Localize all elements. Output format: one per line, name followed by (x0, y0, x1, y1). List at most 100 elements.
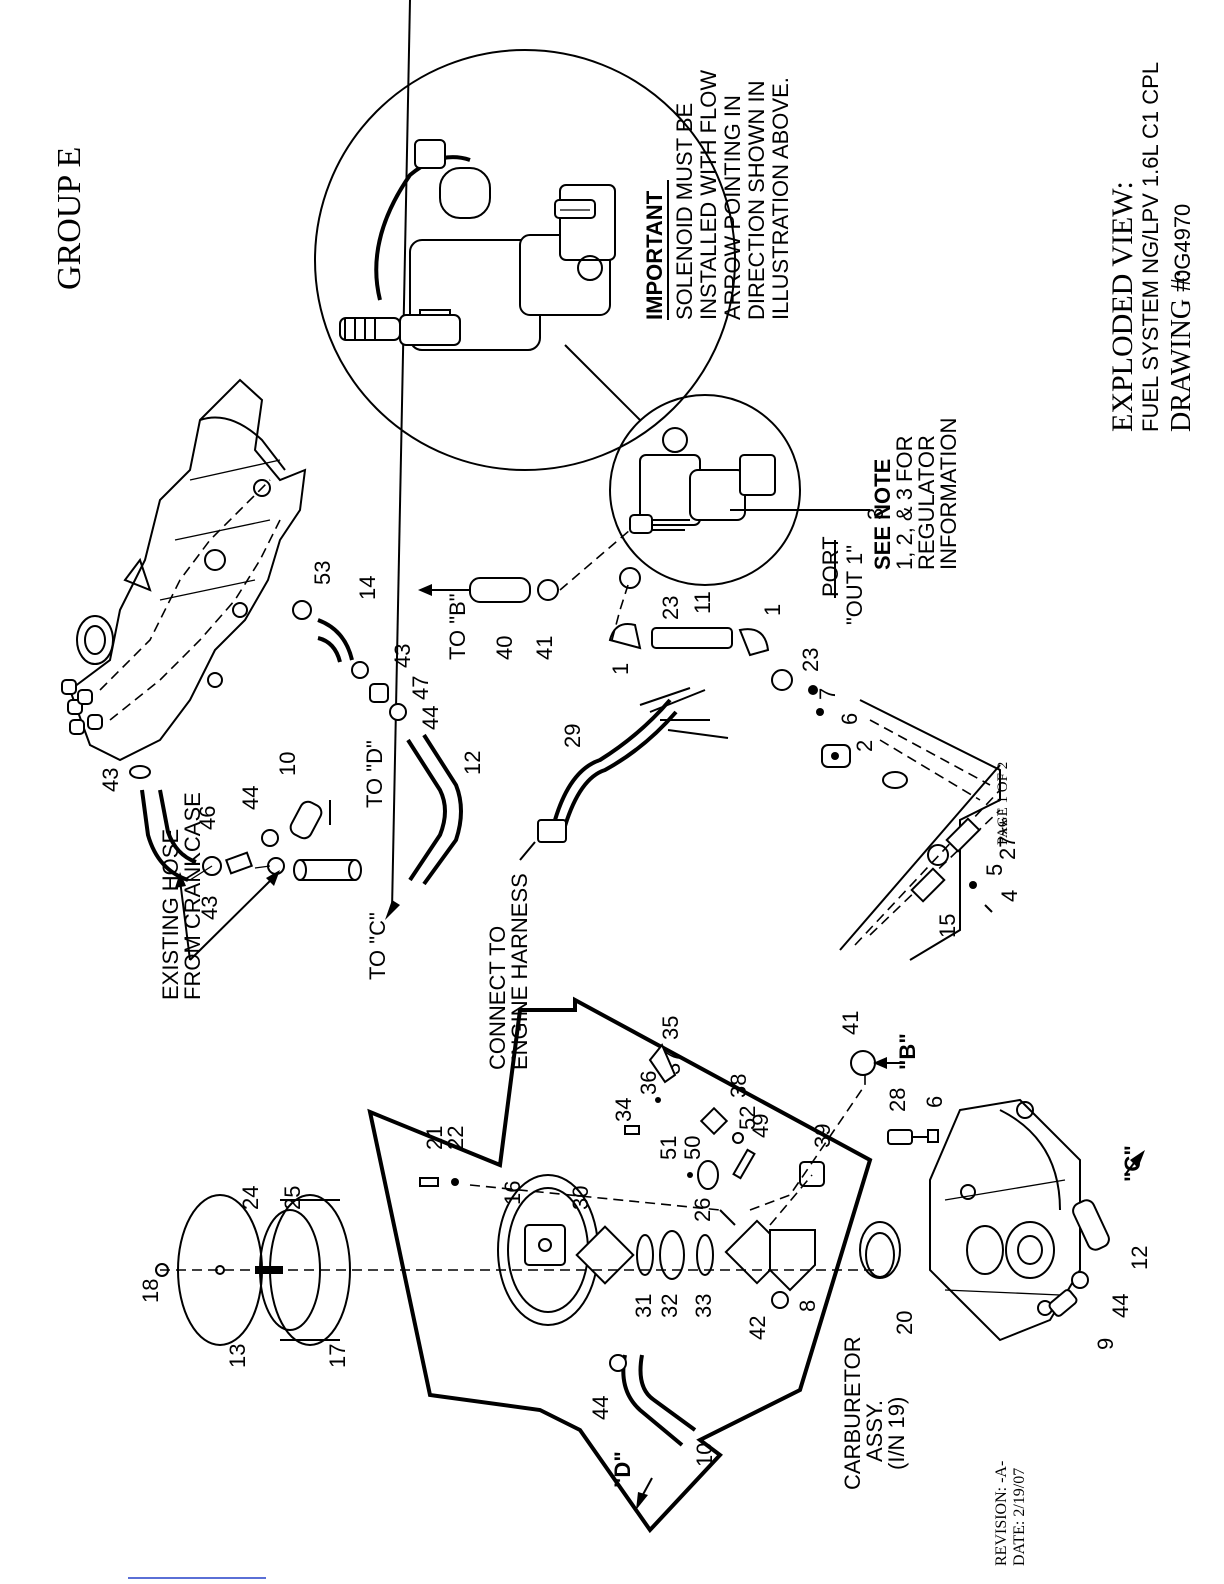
callout-carburetor-assy: CARBURETOR ASSY. (I/N 19) (840, 1336, 909, 1490)
part-number: 4 (997, 890, 1022, 902)
part-number: 2 (852, 740, 877, 752)
svg-text:INFORMATION: INFORMATION (936, 418, 961, 570)
existing-hose-leaders (175, 870, 280, 961)
part-number: 12 (1127, 1246, 1152, 1270)
callout-see-note: SEE NOTE 1, 2, & 3 FOR REGULATOR INFORMA… (870, 418, 961, 570)
callout-connect-harness: CONNECT TO ENGINE HARNESS (485, 873, 532, 1070)
part-number: 36 (636, 1071, 661, 1095)
part-number: 23 (798, 648, 823, 672)
part-number: 25 (280, 1186, 305, 1210)
part-number: 6 (837, 713, 862, 725)
svg-text:EXISTING HOSE: EXISTING HOSE (158, 829, 183, 1000)
svg-text:CARBURETOR: CARBURETOR (840, 1336, 865, 1490)
svg-text:DIRECTION SHOWN IN: DIRECTION SHOWN IN (744, 80, 769, 320)
to-d-label: TO "D" (362, 740, 387, 808)
part-number: 41 (532, 636, 557, 660)
fitting-9-44 (1048, 1271, 1089, 1317)
part-number: 44 (1108, 1294, 1133, 1318)
part-number: 12 (460, 751, 485, 775)
part-number: 1 (608, 663, 633, 675)
svg-text:ENGINE HARNESS: ENGINE HARNESS (507, 873, 532, 1070)
svg-text:INSTALLED WITH FLOW: INSTALLED WITH FLOW (696, 70, 721, 320)
part-number: 16 (500, 1181, 525, 1205)
svg-text:PORT: PORT (818, 536, 843, 597)
part-number: 32 (657, 1294, 682, 1318)
to-c-label: TO "C" (365, 912, 390, 980)
svg-text:1, 2, & 3 FOR: 1, 2, & 3 FOR (892, 436, 917, 571)
part-number: 44 (238, 786, 263, 810)
wiring-harness (519, 687, 729, 861)
part-number: 13 (225, 1344, 250, 1368)
revision-date: DATE: 2/19/07 (1011, 1468, 1028, 1566)
bolt-28 (887, 1129, 939, 1145)
svg-text:SEE NOTE: SEE NOTE (870, 459, 895, 570)
part-number: 29 (560, 724, 585, 748)
part-number: 1 (760, 604, 785, 616)
part-number: 27** (995, 818, 1020, 860)
group-title: GROUP E (51, 147, 88, 290)
part-number: 10 (275, 752, 300, 776)
important-note: IMPORTANT SOLENOID MUST BE INSTALLED WIT… (642, 70, 793, 320)
adaptor-gasket-20 (859, 1221, 901, 1279)
mark-d-label: "D" (610, 1451, 635, 1488)
revision-text: REVISION: -A- (993, 1461, 1010, 1566)
drawing-title: EXPLODED VIEW: (1106, 181, 1139, 432)
part-number: 8 (795, 1300, 820, 1312)
part-number: 18 (138, 1279, 163, 1303)
arrow-to-b (418, 577, 559, 603)
intake-manifold (929, 1098, 1081, 1342)
svg-text:ILLUSTRATION ABOVE.: ILLUSTRATION ABOVE. (768, 77, 793, 320)
to-b-label: TO "B" (445, 593, 470, 660)
part-number: 31 (631, 1294, 656, 1318)
part-number: 50 (680, 1136, 705, 1160)
svg-text:ASSY.: ASSY. (862, 1400, 887, 1462)
stud-24 (255, 1266, 283, 1274)
svg-text:ARROW POINTING IN: ARROW POINTING IN (720, 95, 745, 320)
carb-hardware (419, 1043, 825, 1226)
engine-block (61, 378, 307, 762)
svg-text:FROM CRANKCASE: FROM CRANKCASE (180, 792, 205, 1000)
part-number: 42 (745, 1316, 770, 1340)
carb-gaskets-stack (575, 1219, 895, 1309)
part-number: 43 (98, 768, 123, 792)
drawing-subtitle: FUEL SYSTEM NG/LPV 1.6L C1 CPL (1138, 62, 1163, 432)
part-number: 9 (1093, 1338, 1118, 1350)
part-number: 51 (656, 1136, 681, 1160)
part-number: 47 (408, 676, 433, 700)
regulator-detail (609, 394, 801, 586)
svg-text:CONNECT TO: CONNECT TO (485, 926, 510, 1070)
part-number-labels: 1 1 2 3 4 5 6 6 7 8 9 10 10 11 12 12 13 … (98, 508, 1152, 1467)
drawing-number: 0G4970 (1170, 204, 1195, 282)
svg-text:(I/N 19): (I/N 19) (884, 1397, 909, 1470)
part-number: 52 (735, 1106, 760, 1130)
b-arrow-marker (850, 1050, 905, 1076)
part-number: 49 (748, 1114, 773, 1138)
regulator-fittings (608, 567, 793, 691)
part-number: 33 (691, 1294, 716, 1318)
important-heading: IMPORTANT (642, 190, 667, 320)
callout-existing-hose: EXISTING HOSE FROM CRANKCASE (158, 792, 205, 1000)
part-number: 44 (418, 706, 443, 730)
svg-text:"D": "D" (610, 1451, 635, 1488)
part-number: 44 (588, 1396, 613, 1420)
svg-text:SOLENOID MUST BE: SOLENOID MUST BE (672, 103, 697, 320)
drawing-number-label: DRAWING #: (1166, 270, 1197, 432)
leader-b-stack (749, 1070, 866, 1211)
part-number: 15 (935, 914, 960, 938)
part-number: 43 (390, 644, 415, 668)
part-number: 7 (815, 688, 840, 700)
part-number: 40 (492, 636, 517, 660)
part-number: 6 (922, 1096, 947, 1108)
svg-text:"B": "B" (895, 1033, 920, 1070)
svg-text:TO "B": TO "B" (445, 593, 470, 660)
part-number: 53 (310, 561, 335, 585)
svg-text:"OUT 1": "OUT 1" (842, 545, 867, 625)
part-number: 28 (885, 1088, 910, 1112)
revision-block: REVISION: -A- DATE: 2/19/07 (993, 1461, 1028, 1566)
part-number: 17 (325, 1344, 350, 1368)
part-number: 14 (355, 576, 380, 600)
frame-rail (808, 685, 1001, 961)
part-number: 34 (611, 1098, 636, 1122)
carburetor-assembly-outline (367, 996, 873, 1534)
